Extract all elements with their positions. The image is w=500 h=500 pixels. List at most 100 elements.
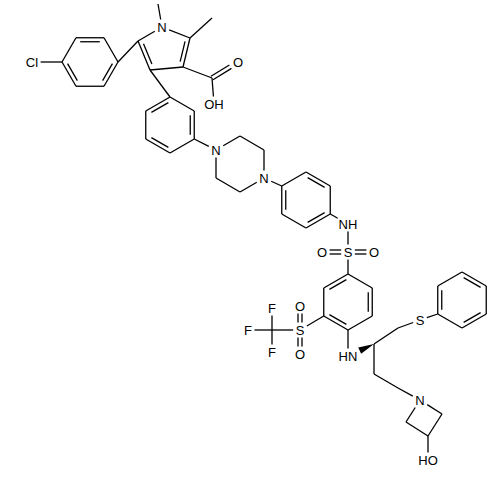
- bond-line: [282, 172, 306, 186]
- bond-line: [374, 374, 398, 388]
- atom-label: N: [258, 172, 269, 185]
- atom-label: S: [295, 324, 306, 337]
- bond-line: [240, 182, 257, 192]
- bond-line: [104, 38, 118, 62]
- bond-line: [428, 414, 442, 436]
- bond-line: [263, 150, 264, 171]
- bond-line: [211, 65, 229, 76]
- bond-line: [308, 213, 325, 223]
- bond-line: [441, 290, 442, 310]
- bond-line: [76, 37, 104, 38]
- bond-line: [180, 41, 185, 61]
- bond-line: [170, 97, 194, 111]
- bond-line: [216, 178, 240, 192]
- bond-line: [169, 30, 190, 38]
- bond-line: [329, 315, 346, 325]
- bond-line: [347, 260, 348, 275]
- atom-label: F: [267, 346, 277, 359]
- bond-line: [307, 316, 324, 326]
- atom-label: N: [210, 144, 221, 157]
- bond-line: [76, 86, 104, 87]
- bond-line: [138, 31, 155, 41]
- bond-line: [347, 232, 348, 245]
- bond-line: [212, 78, 213, 97]
- bond-line: [301, 314, 302, 323]
- bond-line: [398, 322, 413, 328]
- bond-line: [150, 70, 170, 97]
- bond-line: [427, 314, 438, 318]
- bond-line: [464, 278, 481, 288]
- bond-line: [398, 388, 413, 396]
- atom-label: O: [232, 56, 244, 69]
- bond-line: [271, 181, 282, 186]
- bond-line: [330, 253, 342, 254]
- atom-label: N: [414, 394, 425, 407]
- atom-label: HN: [338, 350, 359, 363]
- bond-line: [308, 178, 325, 188]
- bond-line: [80, 41, 100, 42]
- bond-line: [41, 61, 62, 62]
- atom-label: F: [267, 302, 277, 315]
- bond-line: [68, 64, 78, 81]
- bond-line: [215, 158, 216, 179]
- bond-line: [438, 272, 462, 286]
- bond-line: [348, 316, 372, 330]
- atom-label: S: [415, 314, 426, 327]
- bond-line: [374, 328, 398, 344]
- bond-line: [183, 38, 190, 67]
- bond-line: [285, 190, 286, 210]
- bond-line: [464, 313, 481, 323]
- bond-line: [170, 139, 194, 153]
- bond-line: [427, 405, 442, 414]
- bond-line: [297, 314, 298, 323]
- bond-line: [406, 408, 415, 423]
- bond-line: [373, 344, 374, 374]
- bond-line: [323, 288, 324, 316]
- bond-line: [372, 288, 373, 316]
- atom-label: O: [368, 246, 380, 259]
- bond-line: [240, 136, 264, 150]
- atom-label: O: [316, 246, 328, 259]
- bond-line: [151, 138, 168, 148]
- bond-line: [281, 186, 282, 214]
- atom-label: OH: [203, 98, 225, 111]
- wedge-bond: [358, 344, 374, 354]
- bond-line: [190, 18, 212, 38]
- bond-line: [355, 249, 367, 250]
- bond-line: [486, 286, 487, 314]
- bond-line: [145, 111, 146, 139]
- bond-line: [329, 280, 346, 290]
- bond-line: [330, 249, 342, 250]
- atom-label: O: [294, 300, 306, 313]
- bond-line: [330, 186, 331, 214]
- atom-label: NH: [338, 218, 359, 231]
- bond-line: [301, 338, 302, 347]
- bond-line: [406, 422, 428, 436]
- bond-line: [272, 329, 293, 330]
- bond-line: [151, 103, 168, 113]
- atom-label: Cl: [25, 56, 39, 69]
- atom-label: O: [294, 348, 306, 361]
- bond-line: [348, 274, 372, 288]
- bond-line: [282, 214, 306, 228]
- bond-line: [194, 139, 209, 146]
- bond-line: [150, 67, 183, 70]
- bond-line: [62, 38, 76, 62]
- bond-line: [194, 111, 195, 139]
- bond-line: [355, 253, 367, 254]
- bond-line: [427, 436, 428, 453]
- bond-line: [254, 329, 272, 330]
- atom-label: HO: [417, 454, 439, 467]
- bond-line: [223, 136, 240, 146]
- atom-label: N: [156, 21, 167, 34]
- atom-label: S: [343, 246, 354, 259]
- atom-label: F: [243, 324, 253, 337]
- bond-line: [158, 4, 161, 20]
- bond-line: [271, 330, 272, 345]
- bond-line: [183, 67, 212, 78]
- bond-line: [347, 330, 348, 349]
- bond-line: [297, 338, 298, 347]
- bond-line: [271, 316, 272, 331]
